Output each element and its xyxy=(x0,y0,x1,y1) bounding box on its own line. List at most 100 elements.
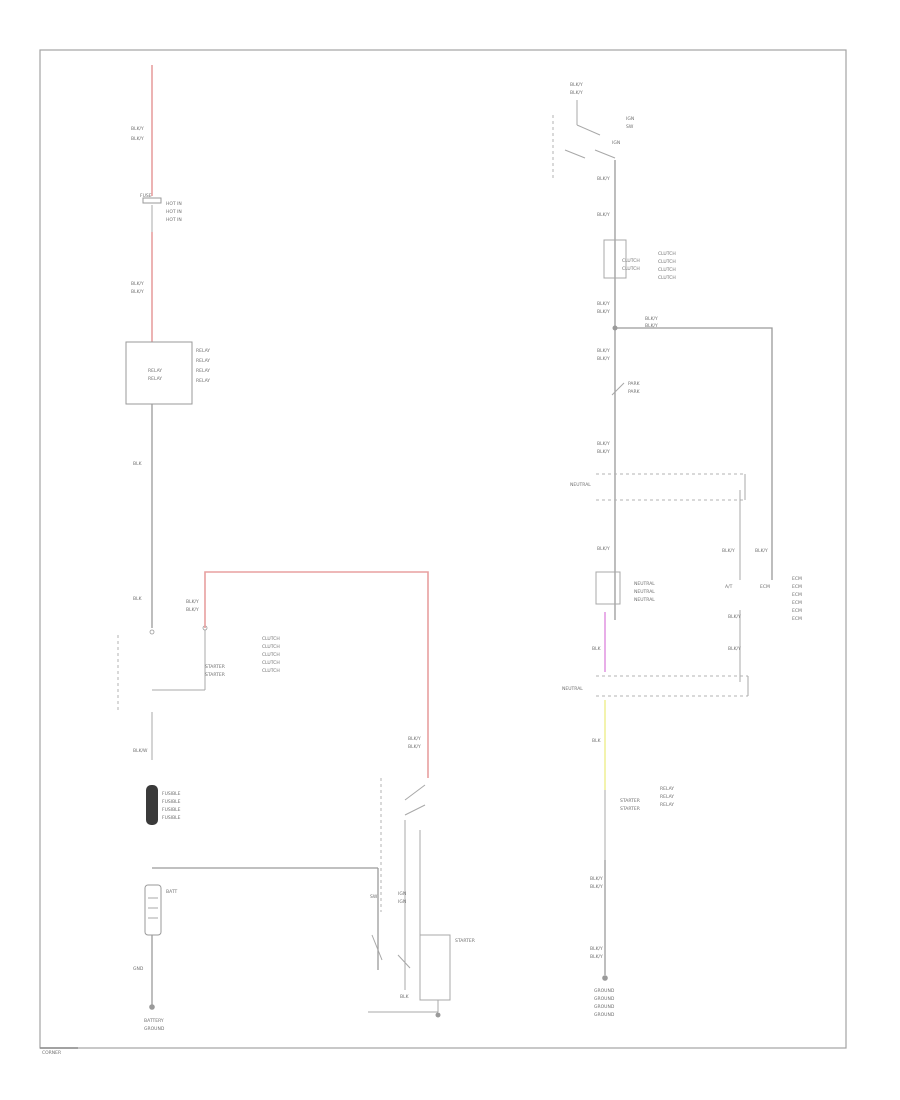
label-ign-top: BLK/Y xyxy=(570,82,583,88)
label-wire-4b: BLK/Y xyxy=(131,289,144,295)
diagram-frame xyxy=(39,49,847,1049)
label-ecm-4: ECM xyxy=(792,584,802,590)
label-relay-side3: RELAY xyxy=(196,368,210,374)
label-clutch-1: CLUTCH xyxy=(622,258,640,264)
label-clutch-4: CLUTCH xyxy=(658,259,676,265)
label-rgnd-1: GROUND xyxy=(594,988,615,994)
label-fuse: FUSE xyxy=(140,193,152,199)
label-park-2: PARK xyxy=(628,389,641,395)
label-rgnd-4: GROUND xyxy=(594,1012,615,1018)
label-srelay-3: RELAY xyxy=(660,786,674,792)
label-r6: BLK/Y xyxy=(597,356,610,362)
label-srelay-2: STARTER xyxy=(620,806,640,812)
relay-pin-left xyxy=(149,629,155,635)
label-relay-inner2: RELAY xyxy=(148,376,162,382)
label-r5: BLK/Y xyxy=(597,348,610,354)
starter-switch-arm xyxy=(404,784,426,801)
label-wire-1b: BLK/Y xyxy=(131,136,144,142)
label-relay-desc2: CLUTCH xyxy=(262,644,280,650)
battery-symbol xyxy=(144,884,162,936)
label-fusible-3: FUSIBLE xyxy=(162,807,181,813)
label-neutral-2: NEUTRAL xyxy=(634,589,655,595)
ground-point-left xyxy=(149,1004,155,1010)
label-battery-ground: BATTERY xyxy=(144,1018,164,1024)
label-branch2: BLK/Y xyxy=(645,323,658,329)
label-ecm-7: ECM xyxy=(792,608,802,614)
label-starter-1: IGN xyxy=(398,891,406,897)
label-clutch-3: CLUTCH xyxy=(658,251,676,257)
right-circuit: BLK/Y BLK/Y IGN SW IGN BLK/Y BLK/Y CLUTC… xyxy=(552,82,802,1018)
ground-point-starter xyxy=(435,1012,441,1018)
label-r14: BLK/Y xyxy=(590,946,603,952)
label-relay-side: RELAY xyxy=(196,348,210,354)
label-wire-left-a: BLK xyxy=(133,461,143,467)
label-corner: CORNER xyxy=(42,1050,61,1056)
label-relay-coil2: STARTER xyxy=(205,672,225,678)
fusible-link xyxy=(146,785,158,825)
label-wire-4: BLK/Y xyxy=(131,281,144,287)
starter-sw-lower xyxy=(371,934,383,961)
starter-motor-box xyxy=(419,934,451,1001)
label-relay-desc4: CLUTCH xyxy=(262,660,280,666)
label-wire-1: BLK/Y xyxy=(131,126,144,132)
junction-328 xyxy=(612,325,618,331)
park-switch-arm xyxy=(611,382,625,396)
label-conn-1: NEUTRAL xyxy=(570,482,591,488)
left-circuit: BLK/Y BLK/Y FUSE HOT IN HOT IN HOT IN BL… xyxy=(117,65,475,1032)
label-rgnd-2: GROUND xyxy=(594,996,615,1002)
label-ign-top2: BLK/Y xyxy=(570,90,583,96)
label-ign-sw: IGN xyxy=(626,116,634,122)
ground-point-right xyxy=(602,975,608,981)
label-srelay-4: RELAY xyxy=(660,794,674,800)
label-neutral-1: NEUTRAL xyxy=(634,581,655,587)
label-r11: BLK/Y xyxy=(755,548,768,554)
neutral-switch-box xyxy=(595,571,621,605)
label-ecm-6: ECM xyxy=(792,600,802,606)
label-conn-2: NEUTRAL xyxy=(562,686,583,692)
label-fuse-hot2: HOT IN xyxy=(166,209,182,215)
ign-contact-2 xyxy=(594,149,616,159)
label-ign-sw2: SW xyxy=(626,124,634,130)
label-fusible-1: FUSIBLE xyxy=(162,791,181,797)
label-r13: BLK/Y xyxy=(590,884,603,890)
label-wire-sw: BLK/W xyxy=(133,748,148,754)
label-relay-desc3: CLUTCH xyxy=(262,652,280,658)
label-fusible-2: FUSIBLE xyxy=(162,799,181,805)
label-red-1: BLK/Y xyxy=(186,599,199,605)
label-yel: BLK xyxy=(592,738,602,744)
label-rgnd-3: GROUND xyxy=(594,1004,615,1010)
label-relay-side4: RELAY xyxy=(196,378,210,384)
label-park-1: PARK xyxy=(628,381,641,387)
label-ecm-8: ECM xyxy=(792,616,802,622)
label-fuse-hot: HOT IN xyxy=(166,201,182,207)
label-srelay-1: STARTER xyxy=(620,798,640,804)
label-starter-3: SW xyxy=(370,894,378,900)
label-red-4: BLK/Y xyxy=(408,744,421,750)
label-starter-gnd: BLK xyxy=(400,994,410,1000)
label-fuse-hot3: HOT IN xyxy=(166,217,182,223)
label-r9: BLK/Y xyxy=(597,546,610,552)
label-ecm-1: A/T xyxy=(725,584,733,590)
label-r4: BLK/Y xyxy=(597,309,610,315)
label-clutch-6: CLUTCH xyxy=(658,275,676,281)
label-starter-motor: STARTER xyxy=(455,938,475,944)
label-clutch-2: CLUTCH xyxy=(622,266,640,272)
label-r8: BLK/Y xyxy=(597,449,610,455)
label-fusible-4: FUSIBLE xyxy=(162,815,181,821)
starter-switch-arm2 xyxy=(404,804,426,816)
label-relay-inner: RELAY xyxy=(148,368,162,374)
label-battery-ground2: GROUND xyxy=(144,1026,165,1032)
fuse-symbol xyxy=(142,197,162,204)
label-red-3: BLK/Y xyxy=(408,736,421,742)
label-r1: BLK/Y xyxy=(597,176,610,182)
label-mag: BLK xyxy=(592,646,602,652)
label-ign-sw3: IGN xyxy=(612,140,620,146)
ign-switch-arm xyxy=(576,124,601,136)
label-relay-desc5: CLUTCH xyxy=(262,668,280,674)
relay-box-left xyxy=(125,341,193,405)
label-red-2: BLK/Y xyxy=(186,607,199,613)
label-ecm-3: ECM xyxy=(792,576,802,582)
label-clutch-5: CLUTCH xyxy=(658,267,676,273)
label-wire-left-b: BLK xyxy=(133,596,143,602)
label-ecm-5: ECM xyxy=(792,592,802,598)
